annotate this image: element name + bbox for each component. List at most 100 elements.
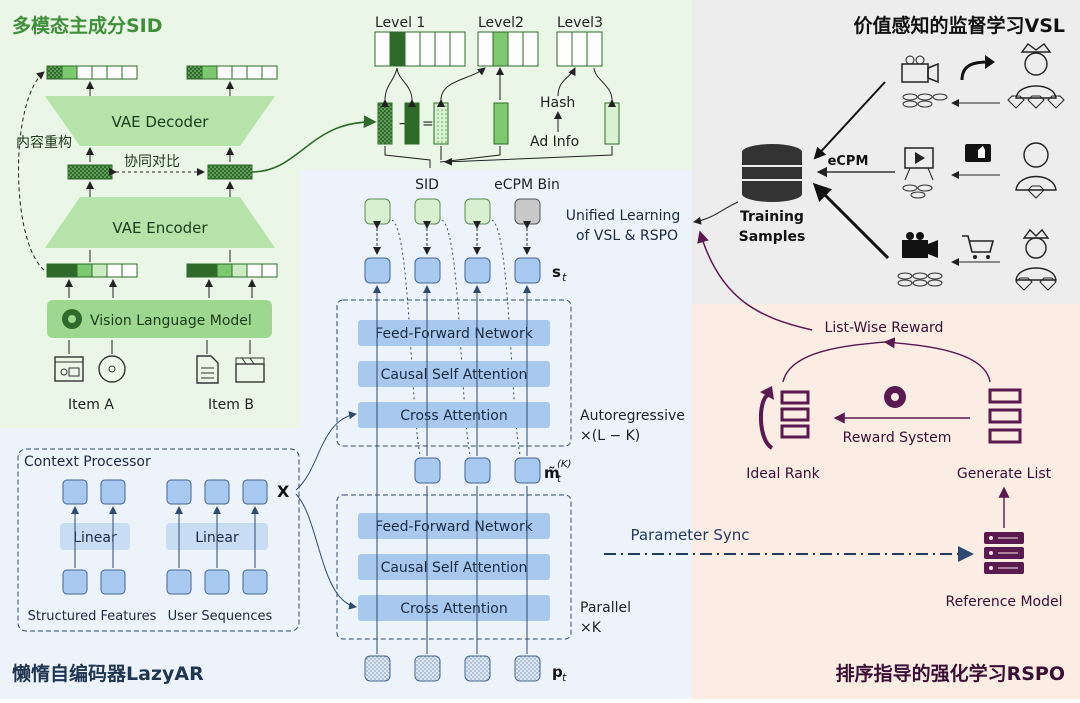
presentation-icon	[904, 147, 934, 181]
hash-label: Hash	[540, 95, 575, 111]
vsl-panel-title: 价值感知的监督学习VSL	[854, 14, 1066, 37]
level1-label: Level 1	[375, 15, 425, 31]
svg-text:×(L − K): ×(L − K)	[580, 428, 640, 444]
x-label: X	[277, 482, 290, 501]
user-crown-icon-2	[1015, 228, 1057, 281]
context-processor	[17, 448, 300, 632]
clapper-icon	[235, 357, 265, 383]
svg-text:Feed-Forward Network: Feed-Forward Network	[375, 326, 534, 342]
ca-bottom	[358, 595, 550, 621]
recon-arrow	[18, 71, 45, 271]
rspo-module: List-Wise Reward Reward System Ideal Ran…	[697, 230, 1063, 610]
token-row-top-a	[46, 65, 138, 80]
svg-text:=: =	[422, 116, 434, 132]
gear-icon	[62, 309, 82, 329]
parallel-block	[336, 494, 572, 640]
svg-text:Context Processor: Context Processor	[24, 454, 151, 470]
diamond-icon	[1007, 95, 1065, 109]
svg-text:Structured Features: Structured Features	[28, 609, 157, 624]
svg-text:Samples: Samples	[739, 229, 806, 245]
svg-text:t: t	[562, 271, 567, 284]
sid-output-label: SID	[415, 177, 439, 193]
server-icon	[984, 532, 1024, 574]
document-icon	[196, 355, 219, 384]
generate-list-icon	[988, 388, 1022, 444]
svg-text:t: t	[562, 671, 567, 684]
token-row-bottom-b	[186, 263, 278, 278]
thumbs-up-icon	[965, 144, 991, 162]
rspo-panel-title: 排序指导的强化学习RSPO	[836, 662, 1065, 685]
disc-icon	[98, 355, 126, 383]
ad-info-label: Ad Info	[530, 134, 579, 150]
output-token-2	[414, 198, 441, 225]
svg-text:VAE Decoder: VAE Decoder	[112, 113, 210, 131]
ffn-top	[358, 320, 550, 346]
ecpm-bin-label: eCPM Bin	[494, 177, 560, 193]
vsl-module: Training Samples Unified Learning of VSL…	[566, 43, 1065, 291]
item-b-label: Item B	[208, 397, 254, 413]
coins-icon-3	[897, 272, 943, 287]
user-crown-icon	[1015, 43, 1057, 99]
m-hat-label: m̃	[544, 464, 560, 482]
token-row-bottom-a	[46, 263, 138, 278]
svg-text:Vision Language Model: Vision Language Model	[90, 313, 252, 329]
ideal-rank-icon	[758, 386, 810, 450]
svg-text:t: t	[557, 474, 562, 485]
svg-text:Causal Self Attention: Causal Self Attention	[381, 367, 528, 383]
sid-panel-title: 多模态主成分SID	[12, 14, 163, 37]
reference-model-label: Reference Model	[946, 594, 1063, 610]
autoregressive-label: Autoregressive	[580, 408, 685, 424]
video-camera-icon	[901, 55, 939, 84]
token-row-top-b	[186, 65, 278, 80]
generate-list-label: Generate List	[957, 466, 1052, 482]
share-arrow-icon	[960, 55, 995, 81]
vision-language-model	[47, 300, 272, 338]
contrast-label: 协同对比	[124, 154, 180, 170]
csa-bottom	[358, 554, 550, 580]
sid-levels: Level 1 Level2 Level3 − = Hash Ad Info	[251, 15, 620, 173]
svg-text:Cross Attention: Cross Attention	[400, 408, 507, 424]
reward-system-label: Reward System	[843, 430, 952, 446]
svg-text:Linear: Linear	[73, 530, 117, 546]
pt-label: p	[552, 663, 563, 681]
diamond-icon-3	[1015, 277, 1057, 291]
list-reward-label: List-Wise Reward	[825, 320, 944, 336]
svg-text:Training: Training	[740, 209, 804, 225]
svg-text:Feed-Forward Network: Feed-Forward Network	[375, 519, 534, 535]
output-token-1	[364, 198, 391, 225]
latent-a	[67, 164, 113, 180]
output-token-ecpm	[514, 198, 541, 225]
coins-icon-2	[902, 184, 933, 199]
ecpm-label: eCPM	[828, 154, 869, 169]
recon-label: 内容重构	[16, 134, 72, 151]
svg-text:−: −	[398, 116, 410, 132]
webpage-icon	[54, 356, 84, 382]
video-camera-icon-2	[902, 232, 938, 258]
output-token-3	[464, 198, 491, 225]
vae-decoder	[45, 96, 275, 146]
svg-text:×K: ×K	[580, 620, 602, 636]
svg-text:User Sequences: User Sequences	[168, 609, 273, 624]
cart-icon	[962, 235, 995, 259]
svg-text:VAE Encoder: VAE Encoder	[112, 219, 208, 237]
level2-label: Level2	[478, 15, 524, 31]
item-a-label: Item A	[68, 397, 114, 413]
svg-text:(K): (K)	[557, 459, 571, 470]
parameter-sync-label: Parameter Sync	[631, 526, 750, 544]
latent-b	[207, 164, 253, 180]
gear-icon-reward	[884, 386, 906, 408]
vae-encoder	[45, 197, 275, 248]
csa-top	[358, 361, 550, 387]
lazyar-panel-title: 懒惰自编码器LazyAR	[12, 662, 204, 685]
rspo-panel-bg	[692, 304, 1080, 699]
diamond-icon-2	[1027, 185, 1045, 199]
user-icon	[1015, 142, 1057, 191]
ffn-bottom	[358, 513, 550, 539]
autoregressive-block	[336, 299, 572, 447]
ideal-rank-label: Ideal Rank	[746, 466, 820, 482]
ca-top	[358, 402, 550, 428]
st-label: s	[552, 263, 561, 281]
svg-text:Cross Attention: Cross Attention	[400, 601, 507, 617]
